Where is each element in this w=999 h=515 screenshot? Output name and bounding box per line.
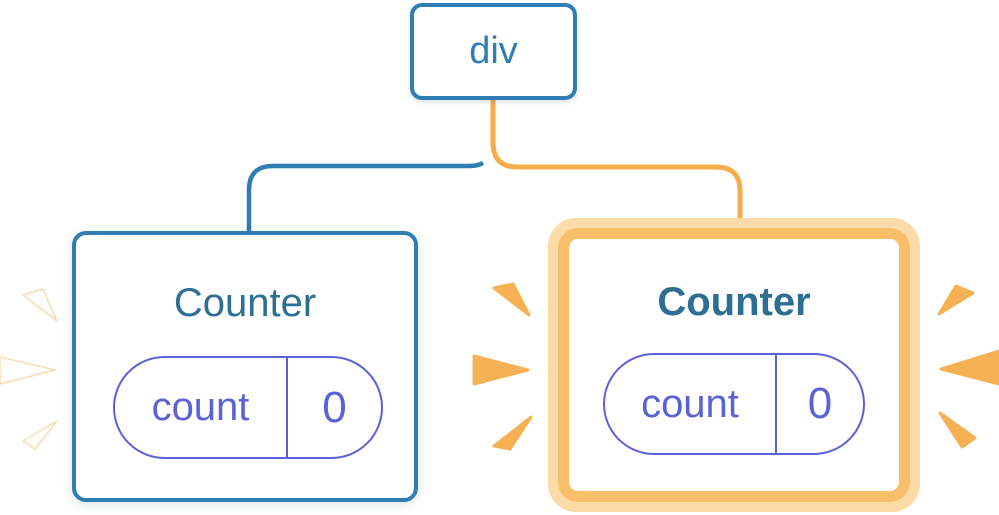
state-pill: count 0 [603,353,865,455]
render-sparks-orange-left-icon [472,282,533,451]
state-value: 0 [286,358,381,457]
root-node-div: div [410,3,577,100]
counter-title: Counter [657,280,811,324]
edge-root-to-left-counter [246,101,496,233]
state-key-label: count [641,381,739,426]
state-value: 0 [775,355,863,453]
state-pill: count 0 [113,356,383,459]
counter-card-right-highlighted: Counter count 0 [548,218,920,512]
state-key-label: count [151,385,250,429]
counter-card-left: Counter count 0 [72,231,418,502]
render-sparks-white-icon [0,288,58,450]
render-sparks-orange-right-icon [937,284,999,449]
edge-root-to-right-counter [490,99,743,236]
counter-title: Counter [173,281,317,325]
root-node-label: div [469,30,518,72]
